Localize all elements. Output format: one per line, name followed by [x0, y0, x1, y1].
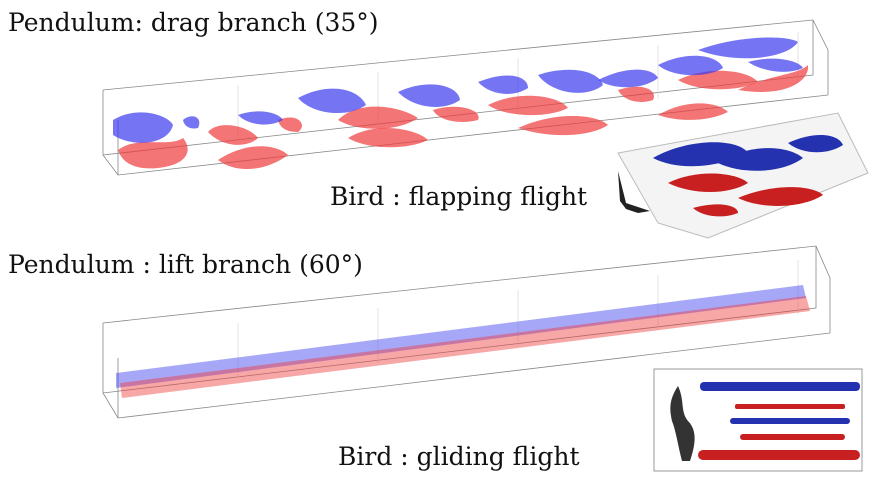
flapping-wake-vortices — [653, 134, 843, 217]
lift-branch-title: Pendulum : lift branch (60°) — [8, 250, 363, 279]
drag-branch-title: Pendulum: drag branch (35°) — [8, 8, 379, 37]
positive-vortex-tube — [116, 285, 806, 388]
gliding-wake-vortices — [698, 382, 860, 460]
gliding-flight-caption: Bird : gliding flight — [338, 442, 580, 471]
negative-vortex-structures — [118, 65, 809, 170]
flapping-flight-caption: Bird : flapping flight — [330, 182, 588, 211]
gliding-flight-inset — [653, 368, 863, 472]
positive-vortex-structures — [113, 37, 803, 143]
negative-vortex-tube — [120, 296, 810, 398]
lift-branch-wake-plot — [102, 245, 831, 419]
bird-silhouette — [670, 386, 695, 461]
flapping-flight-inset — [617, 112, 869, 239]
drag-branch-wake-plot — [102, 19, 829, 176]
wake-box-frame — [102, 245, 831, 419]
inset-panel — [617, 112, 869, 239]
